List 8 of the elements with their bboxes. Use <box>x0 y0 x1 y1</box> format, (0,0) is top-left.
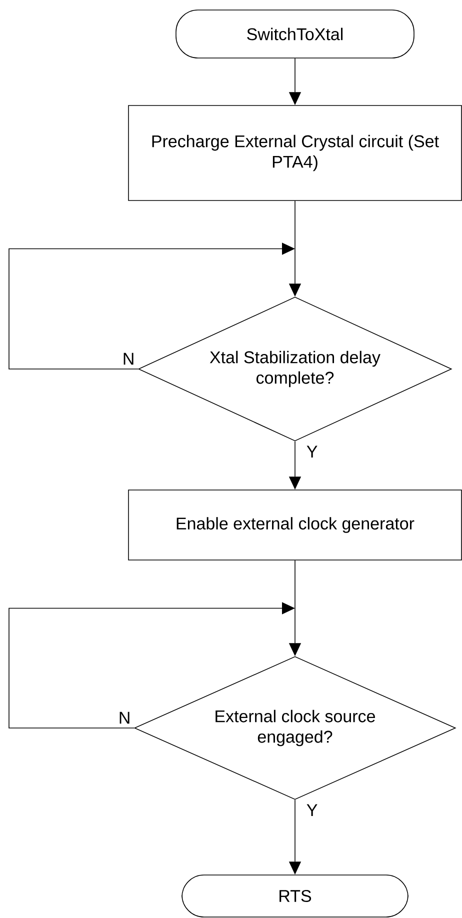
terminal-box: SwitchToXtal <box>176 10 414 58</box>
terminal-box: RTS <box>182 874 408 918</box>
edge-label: N <box>121 352 136 366</box>
edge-label: Y <box>305 803 319 817</box>
edge-label: Y <box>305 444 319 458</box>
edge-label: N <box>117 710 132 725</box>
process-box: Enable external clock generator <box>128 490 462 560</box>
process-box: Precharge External Crystal circuit (Set PTA4) <box>128 105 462 201</box>
